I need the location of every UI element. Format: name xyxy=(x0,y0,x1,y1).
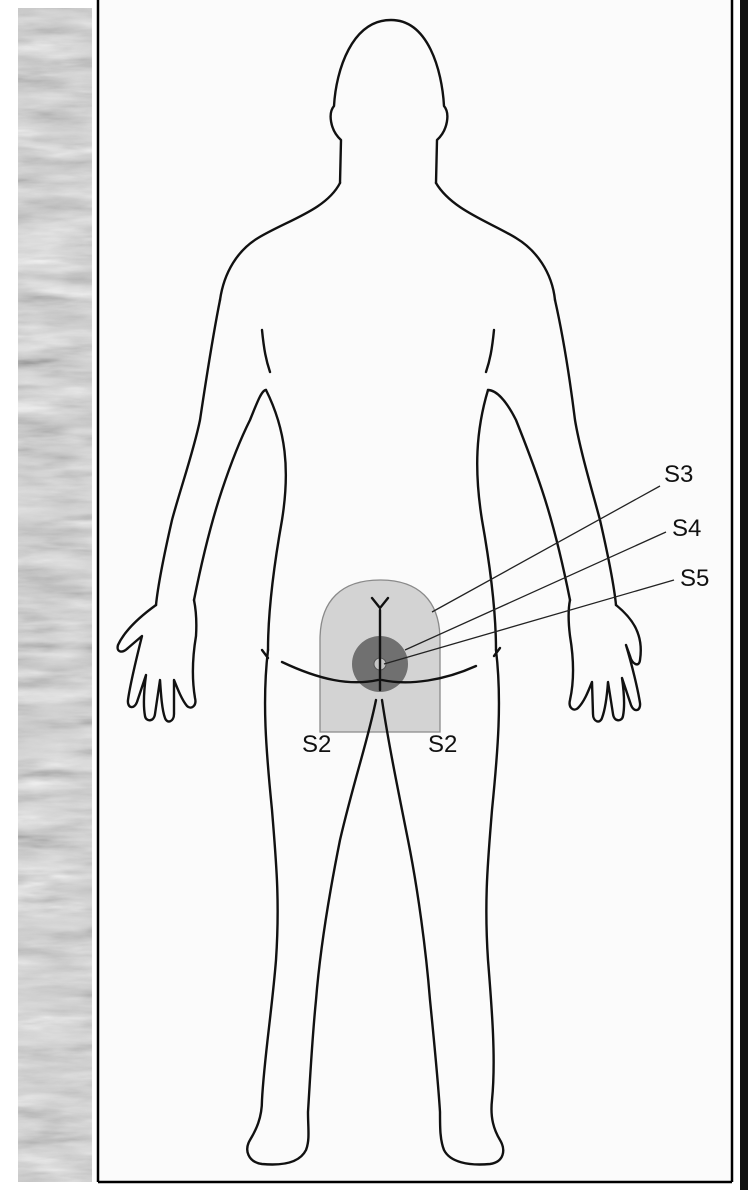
s4-label: S4 xyxy=(672,515,701,542)
s5-label: S5 xyxy=(680,565,709,592)
s2-left-label: S2 xyxy=(302,731,331,758)
s2-right-label: S2 xyxy=(428,731,457,758)
marble-texture-strip xyxy=(18,8,92,1182)
s3-label: S3 xyxy=(664,461,693,488)
right-edge-bar xyxy=(740,0,748,1190)
